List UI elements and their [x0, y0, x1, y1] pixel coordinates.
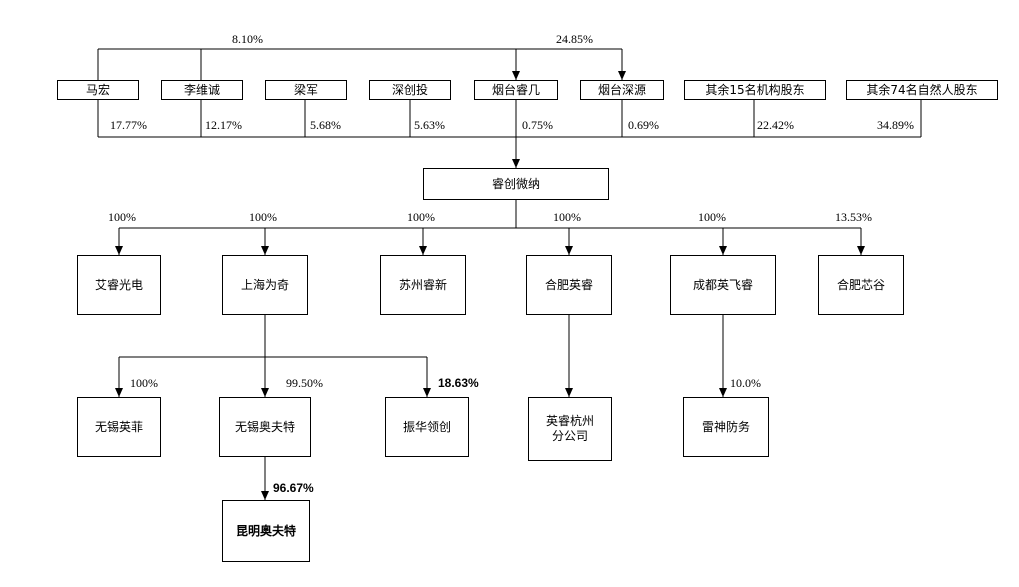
company-box: 睿创微纳 [423, 168, 609, 200]
control-pct-ma-hong: 8.10% [232, 32, 263, 46]
subsidiary-box-airui: 艾睿光电 [77, 255, 161, 315]
holder-box-other-individuals: 其余74名自然人股东 [846, 80, 998, 100]
subsidiary-box-chengdu: 成都英飞睿 [670, 255, 776, 315]
holder-pct-yantai-shenyuan: 0.69% [628, 118, 659, 132]
arrow-to-hangzhou-branch [565, 388, 573, 397]
subsidiary-pct-hefei-xingu: 13.53% [835, 210, 872, 224]
arrow-to-third-level [423, 388, 431, 397]
third-box-wuxi-yingfei: 无锡英菲 [77, 397, 161, 457]
third-pct-zhenhua: 18.63% [438, 376, 479, 390]
arrow-to-subsidiary [419, 246, 427, 255]
arrow-to-company [512, 159, 520, 168]
subsidiary-pct-shanghai-weiqi: 100% [249, 210, 277, 224]
arrow-to-kunming [261, 491, 269, 500]
subsidiary-pct-suzhou-ruixin: 100% [407, 210, 435, 224]
arrow-to-yantai-shenyuan [618, 71, 626, 80]
holder-box-yantai-shenyuan: 烟台深源 [580, 80, 664, 100]
arrow-to-third-level [115, 388, 123, 397]
third-box-zhenhua: 振华领创 [385, 397, 469, 457]
holder-pct-other-institutions: 22.42% [757, 118, 794, 132]
third-box-wuxi-aofute: 无锡奥夫特 [219, 397, 311, 457]
arrow-to-subsidiary [115, 246, 123, 255]
arrow-to-third-level [261, 388, 269, 397]
third-pct-wuxi-yingfei: 100% [130, 376, 158, 390]
subsidiary-box-hefei-xingu: 合肥芯谷 [818, 255, 904, 315]
arrow-to-leishen [719, 388, 727, 397]
subsidiary-pct-chengdu: 100% [698, 210, 726, 224]
holder-pct-li-weicheng: 12.17% [205, 118, 242, 132]
holder-box-li-weicheng: 李维诚 [161, 80, 243, 100]
arrow-to-subsidiary [719, 246, 727, 255]
third-pct-leishen: 10.0% [730, 376, 761, 390]
subsidiary-pct-airui: 100% [108, 210, 136, 224]
holder-pct-ma-hong: 17.77% [110, 118, 147, 132]
subsidiary-pct-hefei-yingrui: 100% [553, 210, 581, 224]
holder-pct-yantai-ruiji: 0.75% [522, 118, 553, 132]
subsidiary-box-shanghai-weiqi: 上海为奇 [222, 255, 308, 315]
arrow-to-subsidiary [857, 246, 865, 255]
holder-pct-liang-jun: 5.68% [310, 118, 341, 132]
fourth-pct-kunming: 96.67% [273, 481, 314, 495]
holder-box-shenchuangtou: 深创投 [369, 80, 451, 100]
holder-pct-other-individuals: 34.89% [877, 118, 914, 132]
holder-box-other-institutions: 其余15名机构股东 [684, 80, 826, 100]
holder-box-ma-hong: 马宏 [57, 80, 139, 100]
subsidiary-box-hefei-yingrui: 合肥英睿 [526, 255, 612, 315]
third-pct-wuxi-aofute: 99.50% [286, 376, 323, 390]
third-box-yingrui-hangzhou: 英睿杭州 分公司 [528, 397, 612, 461]
fourth-box-kunming-aofute: 昆明奥夫特 [222, 500, 310, 562]
third-box-leishen: 雷神防务 [683, 397, 769, 457]
arrow-to-yantai-ruiji [512, 71, 520, 80]
holder-box-yantai-ruiji: 烟台睿几 [474, 80, 558, 100]
arrow-to-subsidiary [261, 246, 269, 255]
control-pct-li-weicheng: 24.85% [556, 32, 593, 46]
holder-pct-shenchuangtou: 5.63% [414, 118, 445, 132]
arrow-to-subsidiary [565, 246, 573, 255]
holder-box-liang-jun: 梁军 [265, 80, 347, 100]
subsidiary-box-suzhou-ruixin: 苏州睿新 [380, 255, 466, 315]
